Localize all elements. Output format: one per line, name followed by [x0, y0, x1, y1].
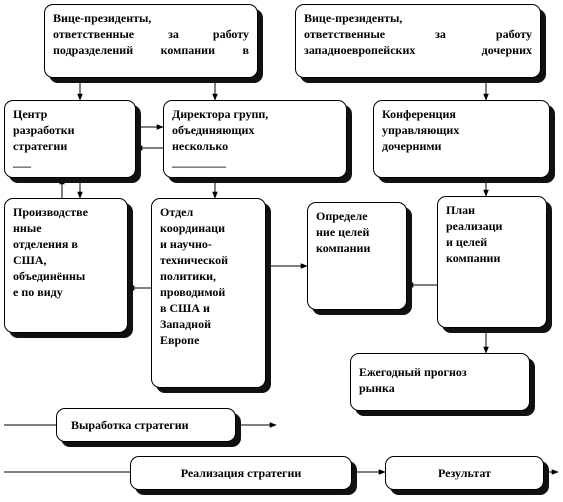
managers-conference-text: Конференция управляющих дочерними — [382, 107, 460, 153]
us-production-box: Производстве нные отделения в США, объед… — [4, 198, 128, 333]
vp-divisions-box: Вице-президенты, ответственные за работу… — [44, 4, 258, 78]
goal-setting-box: Определе ние целей компании — [307, 202, 407, 310]
strategy-center-box: Центр разработки стратегии ___ — [4, 100, 136, 178]
managers-conference-box: Конференция управляющих дочерними — [373, 100, 550, 178]
goal-setting-text: Определе ние целей компании — [316, 209, 371, 255]
vp-western-europe-box: Вице-президенты, ответственные за работу… — [295, 4, 541, 78]
coordination-dept-box: Отдел координаци и научно- технической п… — [151, 198, 266, 388]
strategy-development-box: Выработка стратегии — [56, 408, 236, 442]
plan-box: План реализаци и целей компании — [437, 196, 547, 328]
us-production-text: Производстве нные отделения в США, объед… — [13, 205, 88, 299]
group-directors-text: Директора групп, объединяющих несколько … — [172, 107, 269, 169]
vp-divisions-text: Вице-президенты, ответственные за работу… — [53, 11, 249, 57]
strategy-implementation-text: Реализация стратегии — [180, 466, 302, 480]
market-forecast-text: Ежегодный прогноз рынка — [359, 365, 467, 395]
result-box: Результат — [385, 456, 544, 490]
coordination-dept-text: Отдел координаци и научно- технической п… — [160, 205, 229, 347]
plan-text: План реализаци и целей компании — [446, 203, 503, 265]
market-forecast-box: Ежегодный прогноз рынка — [350, 353, 530, 411]
group-directors-box: Директора групп, объединяющих несколько … — [163, 100, 347, 178]
strategy-center-text: Центр разработки стратегии ___ — [13, 107, 75, 169]
strategy-development-text: Выработка стратегии — [71, 418, 189, 432]
strategy-implementation-box: Реализация стратегии — [130, 456, 352, 490]
vp-western-europe-text: Вице-президенты, ответственные за работу… — [304, 11, 532, 57]
result-text: Результат — [437, 466, 491, 480]
